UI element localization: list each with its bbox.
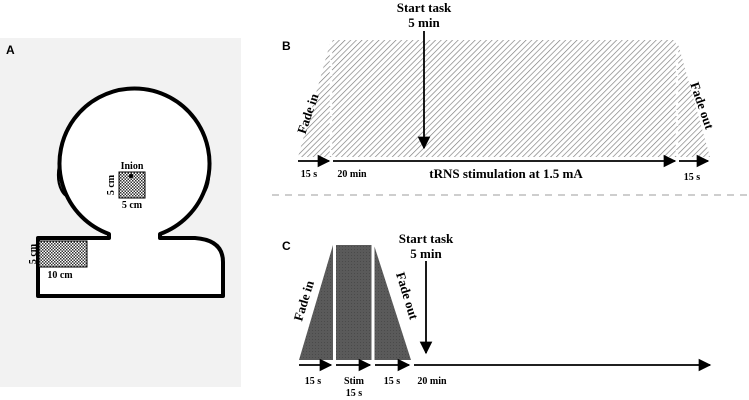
sham-trapezoid <box>299 245 411 360</box>
sham-fade-in-duration: 15 s <box>305 376 322 387</box>
sham-start-task-duration: 5 min <box>410 246 442 261</box>
panel-b: B Fade in Fade out Start task 5 min 15 s… <box>282 0 718 183</box>
sham-stim-duration: 15 s <box>346 388 363 399</box>
stim-duration: 20 min <box>337 169 367 180</box>
occipital-height-label: 5 cm <box>106 174 117 195</box>
sham-fade-out-label: Fade out <box>393 270 422 322</box>
stim-label: tRNS stimulation at 1.5 mA <box>429 166 583 181</box>
sham-start-task-label: Start task <box>399 231 454 246</box>
shoulder-width-label: 10 cm <box>47 270 73 281</box>
panel-b-letter: B <box>282 39 291 53</box>
panel-c: C Fade in Fade out Start task 5 min 15 s… <box>282 231 712 399</box>
fade-in-duration: 15 s <box>301 169 318 180</box>
shoulder-height-label: 5 cm <box>28 243 39 264</box>
fade-out-duration: 15 s <box>684 172 701 183</box>
sham-stim-label: Stim <box>344 376 365 387</box>
sham-fade-out-duration: 15 s <box>384 376 401 387</box>
inion-marker <box>129 174 133 178</box>
shoulder-electrode <box>38 240 88 268</box>
tRNS-trapezoid <box>298 40 710 157</box>
panel-c-letter: C <box>282 239 291 253</box>
sham-task-duration: 20 min <box>417 376 447 387</box>
inion-label: Inion <box>121 161 144 172</box>
panel-a-letter: A <box>6 43 15 57</box>
start-task-duration: 5 min <box>408 15 440 30</box>
panel-a: A Inion 5 cm 5 cm 5 cm 10 cm <box>0 38 241 387</box>
occipital-width-label: 5 cm <box>122 200 143 211</box>
start-task-label: Start task <box>397 0 452 15</box>
